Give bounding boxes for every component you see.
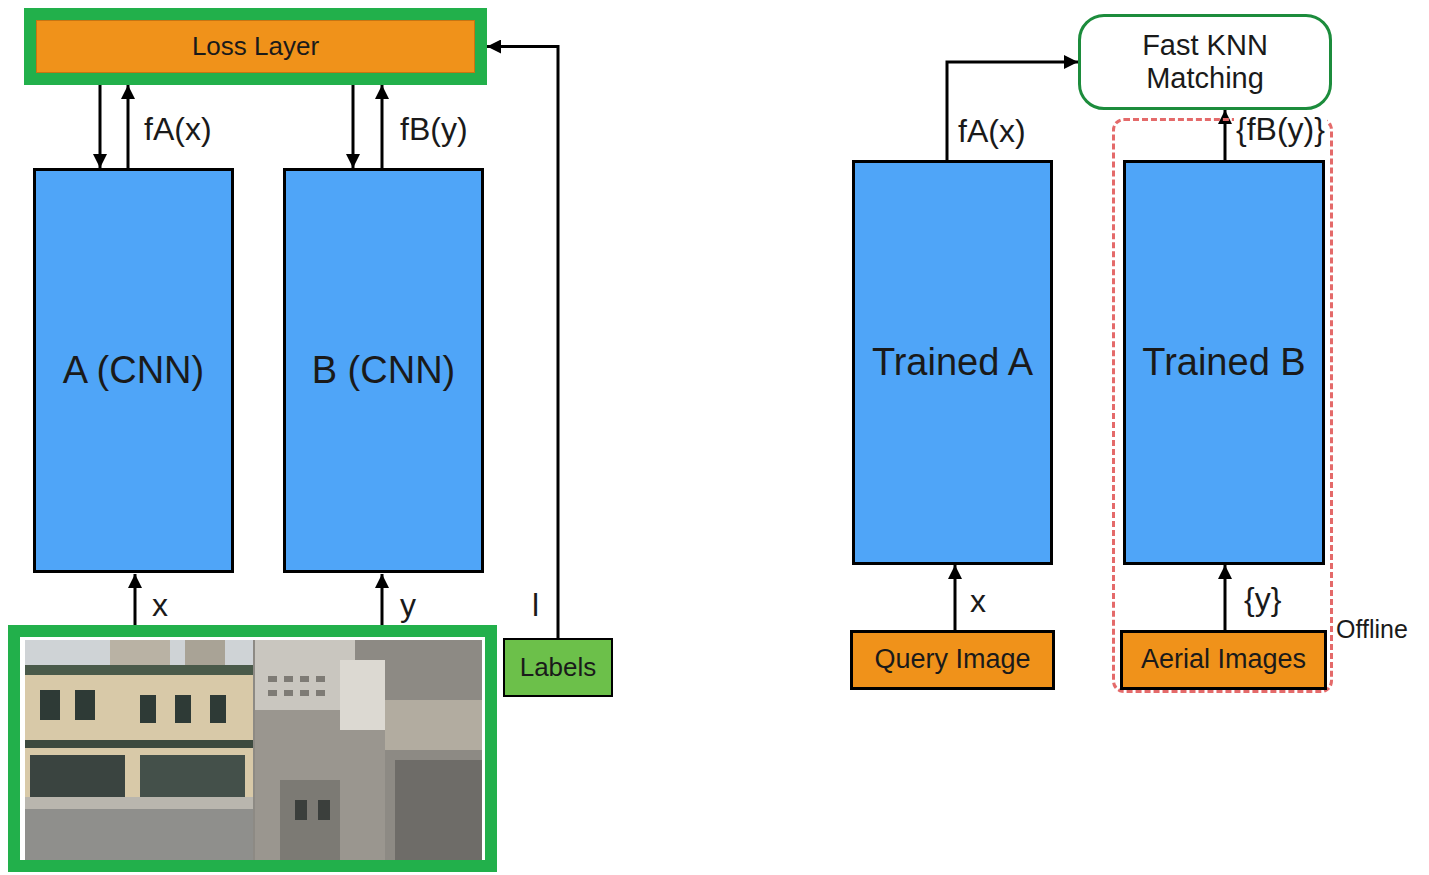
edge-label: fA(x) — [142, 112, 214, 147]
shopfront — [30, 755, 125, 797]
shadow — [395, 760, 482, 860]
window — [295, 800, 307, 820]
node-label: B (CNN) — [312, 349, 456, 393]
node-label: Loss Layer — [192, 32, 319, 62]
arrow-connector — [381, 85, 384, 168]
arrow-connector — [1224, 565, 1227, 630]
arrow-connector — [954, 565, 957, 630]
facade — [25, 665, 253, 800]
wall — [280, 780, 340, 860]
sky — [25, 640, 253, 860]
shopfront — [140, 755, 245, 797]
node-label: Trained B — [1142, 341, 1305, 385]
edge-label: l — [530, 588, 541, 623]
ground — [253, 640, 482, 860]
edge-label: {y} — [1242, 582, 1283, 617]
labels-box: Labels — [503, 638, 613, 697]
building — [255, 710, 385, 860]
cnn-box: Trained A — [852, 160, 1053, 565]
road — [25, 809, 253, 860]
window — [75, 690, 95, 720]
edge-label: fB(y) — [398, 112, 470, 147]
node-label: Query Image — [874, 644, 1030, 675]
node-label: A (CNN) — [63, 349, 204, 393]
aerial-photo — [253, 640, 482, 860]
input-label: y — [398, 588, 418, 623]
input-box: Query Image — [850, 630, 1055, 690]
window — [40, 690, 60, 720]
arrow-connector — [487, 47, 558, 639]
input-arrow — [134, 574, 137, 625]
node-label: Labels — [520, 653, 597, 683]
edge-label: fA(x) — [956, 114, 1028, 149]
roof-rail — [25, 665, 253, 675]
window — [210, 695, 226, 723]
cnn-box: Trained B — [1123, 160, 1325, 565]
rooftop — [385, 700, 482, 750]
matching-box: Fast KNN Matching — [1078, 14, 1332, 110]
node-label: Trained A — [872, 341, 1033, 385]
arrow-connector — [947, 62, 1078, 160]
rooftop — [340, 660, 385, 730]
arrow-connector — [99, 85, 102, 168]
input-arrow — [381, 574, 384, 625]
arrow-connector — [127, 85, 130, 168]
window — [318, 800, 330, 820]
offline-region: OfflineTrained BAerial Images — [1112, 118, 1333, 693]
sidewalk — [25, 797, 253, 809]
node-label: Aerial Images — [1141, 644, 1306, 675]
cnn-box: A (CNN) — [33, 168, 234, 573]
edge-label: {fB(y)} — [1234, 112, 1327, 147]
cnn-box: B (CNN) — [283, 168, 484, 573]
input-label: x — [150, 588, 170, 623]
region-label: Offline — [1336, 615, 1408, 644]
image-frame — [14, 631, 491, 866]
input-box: Aerial Images — [1120, 630, 1327, 690]
arrow-connector — [352, 85, 355, 168]
window — [175, 695, 191, 723]
edge-label: x — [968, 584, 988, 619]
street-view-photo — [25, 640, 253, 860]
node-label: Fast KNN Matching — [1118, 29, 1293, 96]
loss-layer-box: Loss Layer — [36, 20, 475, 73]
roof-vents — [268, 676, 325, 696]
window — [140, 695, 156, 723]
awning — [25, 740, 253, 748]
